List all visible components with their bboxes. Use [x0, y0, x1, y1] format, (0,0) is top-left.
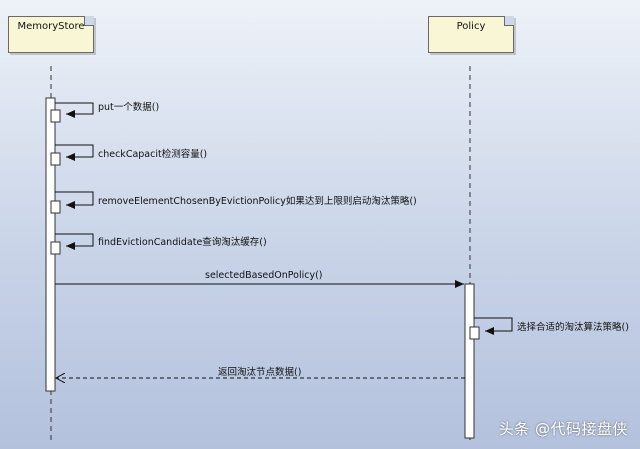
message-label-put: put一个数据() — [98, 102, 160, 113]
participant-memorystore-label: MemoryStore — [17, 21, 85, 32]
watermark: 头条 @代码接盘侠 — [498, 420, 628, 438]
message-label-return: 返回淘汰节点数据() — [218, 367, 302, 378]
message-label-removeelement: removeElementChosenByEvictionPolicy如果达到上… — [98, 196, 417, 207]
activation-policy — [464, 283, 475, 439]
message-label-checkcapacit: checkCapacit检测容量() — [98, 149, 208, 160]
note-fold-icon — [84, 16, 94, 26]
self-message-checkcapacit — [50, 144, 94, 166]
participant-policy-label: Policy — [456, 21, 486, 32]
participant-memorystore: MemoryStore — [8, 16, 94, 53]
message-label-select-algorithm: 选择合适的淘汰算法策略() — [517, 322, 629, 333]
participant-policy: Policy — [428, 16, 514, 53]
self-message-findeviction — [50, 233, 94, 255]
self-message-put — [50, 102, 94, 123]
self-message-removeelement — [50, 191, 94, 214]
note-fold-icon — [504, 16, 514, 26]
self-message-select-algorithm — [469, 317, 513, 340]
message-label-selectedbasedonpolicy: selectedBasedOnPolicy() — [205, 270, 323, 281]
message-label-findeviction: findEvictionCandidate查询淘汰缓存() — [98, 237, 267, 248]
